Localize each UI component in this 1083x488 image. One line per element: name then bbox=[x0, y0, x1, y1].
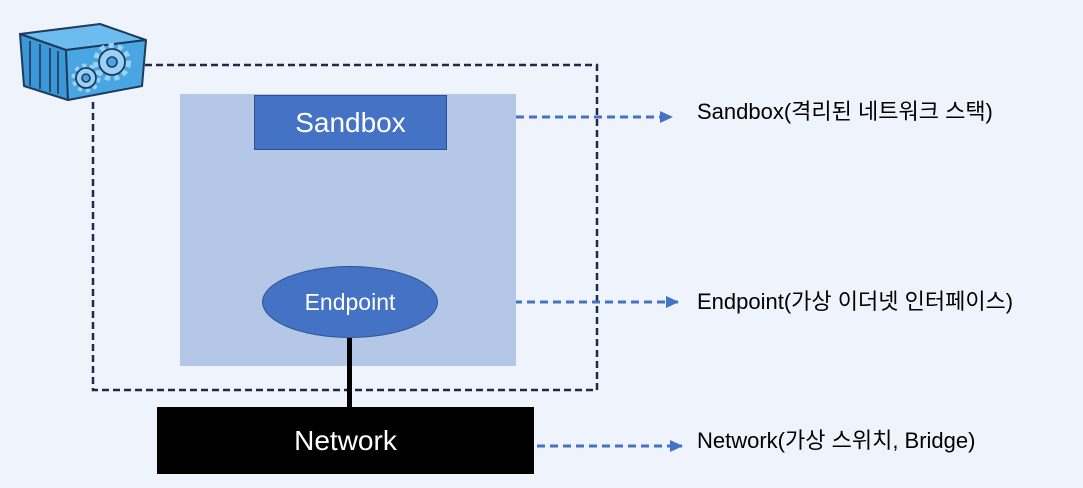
sandbox-label: Sandbox bbox=[295, 106, 406, 138]
endpoint-callout: Endpoint(가상 이더넷 인터페이스) bbox=[697, 289, 1014, 314]
endpoint-network-link bbox=[347, 338, 352, 407]
gear-icon bbox=[93, 43, 131, 81]
endpoint-ellipse: Endpoint bbox=[262, 266, 438, 338]
network-callout: Network(가상 스위치, Bridge) bbox=[697, 428, 976, 453]
endpoint-label: Endpoint bbox=[304, 288, 396, 315]
sandbox-box: Sandbox bbox=[254, 95, 447, 150]
container-ribs bbox=[29, 41, 59, 94]
network-label: Network bbox=[294, 424, 397, 456]
container-icon bbox=[19, 23, 147, 101]
container-boundary-frame bbox=[91, 63, 599, 392]
sandbox-callout: Sandbox(격리된 네트워크 스택) bbox=[697, 99, 993, 124]
network-box: Network bbox=[157, 407, 534, 474]
gear-icon bbox=[71, 63, 101, 93]
